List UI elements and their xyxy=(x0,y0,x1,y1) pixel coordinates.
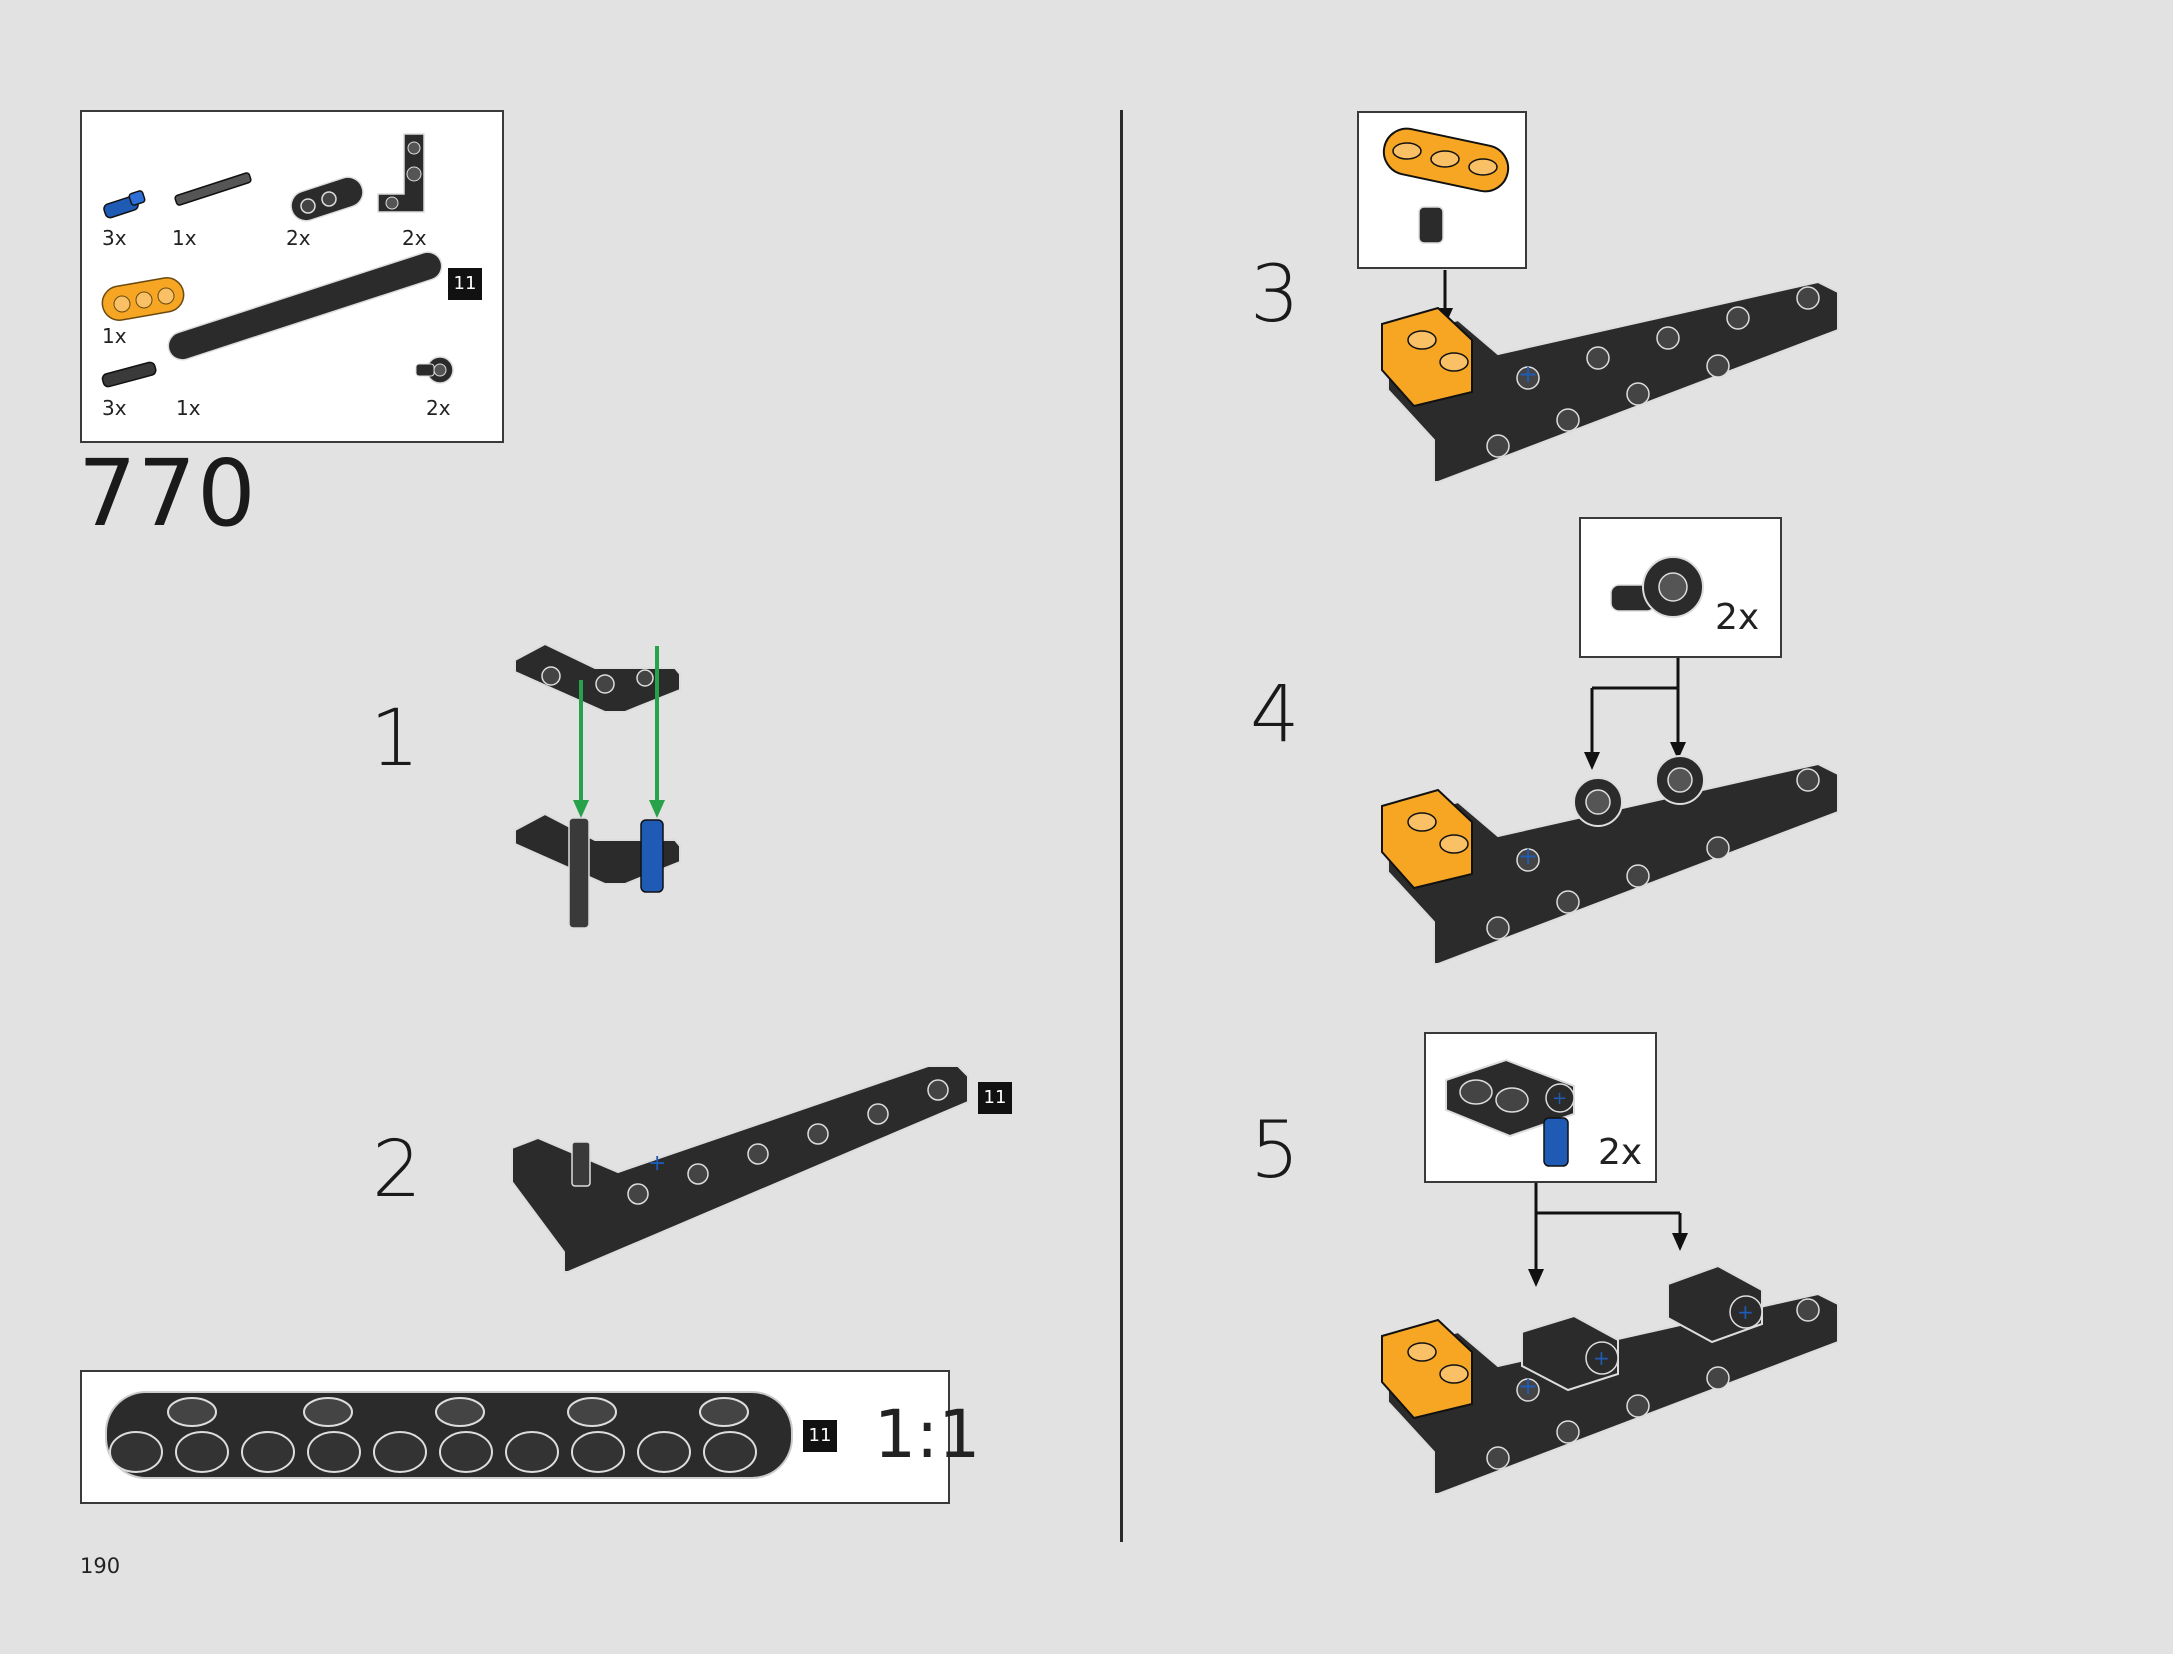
beam-11-1to1-drawing xyxy=(105,1391,793,1479)
step-4-number: 4 xyxy=(1250,670,1300,760)
step-5-callout: + 2x xyxy=(1424,1032,1657,1183)
step-2-length-badge: 11 xyxy=(978,1082,1012,1114)
step-5-callout-qty: 2x xyxy=(1598,1132,1643,1173)
svg-text:+: + xyxy=(1593,1346,1610,1370)
step-3-callout xyxy=(1357,111,1527,269)
green-arrows xyxy=(573,646,665,818)
step-5-drawing: + + + xyxy=(1381,1264,1839,1495)
beam-3-yellow-icon xyxy=(101,277,185,321)
parts-drawings xyxy=(101,133,454,388)
axle-icon xyxy=(174,172,252,206)
svg-text:+: + xyxy=(1518,360,1538,388)
parts-qty-1: 3x xyxy=(102,226,127,250)
ruler-length-badge: 11 xyxy=(803,1420,837,1452)
parts-qty-4: 2x xyxy=(402,226,427,250)
l-beam-bottom xyxy=(514,812,681,929)
svg-text:+: + xyxy=(1518,842,1538,870)
parts-qty-5: 1x xyxy=(102,324,127,348)
blue-pin-icon xyxy=(103,190,146,219)
step-5-number: 5 xyxy=(1250,1106,1300,1196)
l-beam-icon xyxy=(377,133,425,213)
parts-length-badge: 11 xyxy=(448,268,482,300)
step-1-number: 1 xyxy=(370,694,420,784)
step-4-callout-qty: 2x xyxy=(1715,597,1760,638)
scale-ruler-panel: 11 1:1 xyxy=(80,1370,980,1504)
column-divider xyxy=(1120,110,1123,1542)
parts-qty-3: 2x xyxy=(286,226,311,250)
parts-qty-8: 2x xyxy=(426,396,451,420)
black-pin-icon xyxy=(101,361,157,388)
step-5-arrows xyxy=(1528,1183,1688,1287)
step-2-drawing: + xyxy=(511,1065,969,1273)
scale-label: 1:1 xyxy=(874,1396,981,1473)
connector-right: + xyxy=(1667,1264,1763,1344)
step-3-number: 3 xyxy=(1250,250,1300,340)
svg-text:+: + xyxy=(1518,1372,1538,1400)
svg-text:+: + xyxy=(648,1151,666,1176)
parts-qty-6: 1x xyxy=(176,396,201,420)
parts-qty-2: 1x xyxy=(172,226,197,250)
pin-with-perpendicular-beam: + xyxy=(1445,1058,1575,1167)
svg-text:+: + xyxy=(1552,1088,1567,1109)
step-4-callout: 2x xyxy=(1579,517,1782,658)
parts-qty-7: 3x xyxy=(102,396,127,420)
step-1-drawing xyxy=(514,642,681,929)
pin-connector-icon xyxy=(415,356,454,384)
yellow-beam-with-pin xyxy=(1382,127,1510,244)
step-2-number: 2 xyxy=(372,1125,422,1215)
step-4-drawing: + xyxy=(1381,755,1839,965)
pin-connector-perpendicular xyxy=(1610,556,1704,618)
page-number: 190 xyxy=(80,1554,121,1578)
step-3-drawing: + xyxy=(1381,280,1839,483)
parts-list-panel: 3x 1x 2x 2x 1x 1x 3x 2x 11 xyxy=(80,110,504,443)
step-4-arrows xyxy=(1584,658,1686,770)
side-holes xyxy=(109,1431,757,1473)
beam-3-black-icon xyxy=(290,176,364,222)
l-beam-top xyxy=(514,642,681,713)
svg-text:+: + xyxy=(1737,1300,1754,1324)
set-number: 770 xyxy=(78,440,257,547)
beam-11-icon xyxy=(167,251,443,361)
top-holes xyxy=(167,1397,749,1427)
connector-left: + xyxy=(1521,1314,1619,1392)
